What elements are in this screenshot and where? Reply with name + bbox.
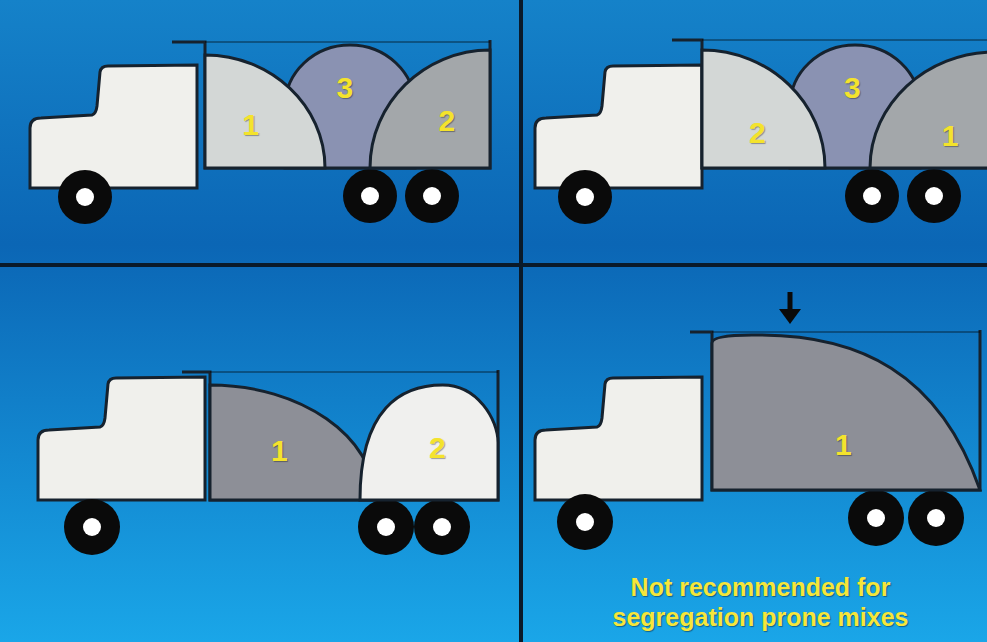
pile-outline <box>210 385 375 500</box>
pile-outline <box>712 335 980 490</box>
drop-arrow <box>779 292 801 324</box>
load-number: 2 <box>749 118 766 148</box>
load-pile: 2 <box>702 50 825 168</box>
pile-outline <box>205 55 325 168</box>
load-pile: 2 <box>360 385 498 500</box>
load-pile: 1 <box>210 385 375 500</box>
load-number: 1 <box>242 110 259 140</box>
load-pile: 1 <box>205 55 325 168</box>
load-number: 1 <box>271 436 288 466</box>
segregated-rock <box>344 478 977 499</box>
truck <box>38 370 498 555</box>
load-number: 2 <box>438 106 455 136</box>
load-pile: 1 <box>870 52 987 168</box>
load-number: 2 <box>429 433 446 463</box>
load-number: 1 <box>942 121 959 151</box>
pile-outline <box>370 50 490 168</box>
pile-outline <box>702 50 825 168</box>
truck <box>30 40 490 224</box>
warning-note: Not recommended for segregation prone mi… <box>588 572 933 632</box>
load-number: 3 <box>336 73 353 103</box>
divider <box>0 263 987 267</box>
divider <box>519 0 523 642</box>
truck <box>535 330 980 550</box>
pile-outline <box>870 52 987 168</box>
load-number: 1 <box>835 430 852 460</box>
load-pile: 2 <box>370 50 490 168</box>
load-pile: 1 <box>712 335 980 490</box>
load-number: 3 <box>844 73 861 103</box>
